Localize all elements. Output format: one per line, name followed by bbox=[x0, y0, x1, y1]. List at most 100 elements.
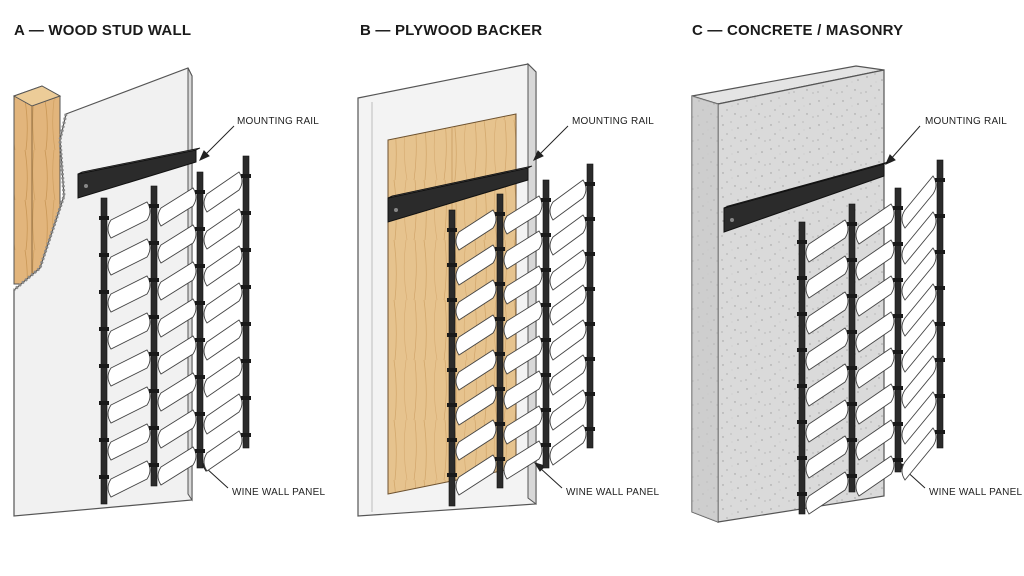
wine-bottle bbox=[855, 347, 895, 389]
rack-peg bbox=[585, 287, 595, 291]
rack-peg bbox=[541, 338, 551, 342]
rack-peg bbox=[847, 366, 857, 370]
wine-bottle bbox=[157, 446, 197, 486]
arrow-b-panel bbox=[533, 462, 546, 472]
rack-peg bbox=[447, 298, 457, 302]
rack-peg bbox=[195, 412, 205, 416]
leader-b-panel bbox=[539, 467, 563, 489]
leader-c-rail bbox=[889, 125, 921, 161]
rack-peg bbox=[541, 443, 551, 447]
wine-bottle bbox=[107, 238, 151, 276]
panel-a-rail-label: MOUNTING RAIL bbox=[237, 116, 320, 127]
rack-peg bbox=[495, 422, 505, 426]
rack-peg bbox=[241, 174, 251, 178]
wine-bottle bbox=[855, 383, 895, 425]
rack-post bbox=[542, 179, 550, 469]
wine-bottle bbox=[503, 265, 543, 305]
wine-bottle bbox=[901, 175, 937, 229]
rack-peg bbox=[495, 247, 505, 251]
wine-bottle bbox=[855, 203, 895, 245]
rack-peg bbox=[585, 357, 595, 361]
rack-peg bbox=[447, 473, 457, 477]
wine-bottle bbox=[203, 245, 243, 287]
wine-bottle bbox=[203, 393, 243, 435]
wine-bottle bbox=[805, 291, 849, 335]
wine-bottle bbox=[455, 384, 497, 426]
wine-bottle bbox=[203, 356, 243, 398]
wine-bottle bbox=[157, 187, 197, 227]
mounting-rail-top bbox=[387, 165, 533, 199]
rack-peg bbox=[447, 438, 457, 442]
wine-bottle bbox=[901, 427, 937, 481]
rack-peg bbox=[797, 240, 807, 244]
wine-bottle bbox=[455, 314, 497, 356]
wine-bottle bbox=[805, 219, 849, 263]
wine-bottle bbox=[455, 244, 497, 286]
panel-c-panel-label: WINE WALL PANEL bbox=[929, 487, 1023, 498]
wine-bottle bbox=[203, 282, 243, 324]
rail-bolt bbox=[730, 218, 734, 222]
rack-peg bbox=[99, 253, 109, 257]
rack-peg bbox=[241, 396, 251, 400]
rack-peg bbox=[241, 433, 251, 437]
wine-bottle bbox=[549, 179, 587, 221]
rack-peg bbox=[149, 426, 159, 430]
rack-peg bbox=[935, 430, 945, 434]
wine-bottle bbox=[805, 399, 849, 443]
wine-bottle bbox=[805, 363, 849, 407]
rack-peg bbox=[541, 233, 551, 237]
wine-bottle bbox=[503, 405, 543, 445]
rail-bolt bbox=[84, 184, 88, 188]
rack-peg bbox=[935, 214, 945, 218]
rack-peg bbox=[195, 301, 205, 305]
rack-peg bbox=[447, 333, 457, 337]
rack-post bbox=[150, 185, 158, 487]
wine-bottle bbox=[549, 389, 587, 431]
wine-bottle bbox=[455, 419, 497, 461]
rack-peg bbox=[241, 359, 251, 363]
rack-peg bbox=[195, 264, 205, 268]
wine-bottle bbox=[549, 249, 587, 291]
wine-bottle bbox=[503, 335, 543, 375]
rack-peg bbox=[495, 457, 505, 461]
panel-c-title: C — CONCRETE / MASONRY bbox=[692, 22, 904, 39]
rack-peg bbox=[797, 276, 807, 280]
rack-post bbox=[894, 187, 902, 473]
wine-bottle bbox=[455, 454, 497, 496]
rack-peg bbox=[585, 252, 595, 256]
rack-peg bbox=[149, 352, 159, 356]
wine-bottle bbox=[805, 435, 849, 479]
rack-post bbox=[242, 155, 250, 449]
wine-bottle bbox=[901, 211, 937, 265]
rack-peg bbox=[797, 312, 807, 316]
wine-bottle bbox=[203, 171, 243, 213]
rack-peg bbox=[847, 474, 857, 478]
wine-bottle bbox=[157, 335, 197, 375]
wine-bottle bbox=[203, 430, 243, 472]
leader-b-rail bbox=[537, 125, 569, 157]
rack-peg bbox=[99, 438, 109, 442]
wood-stud bbox=[12, 85, 62, 285]
wine-bottle bbox=[107, 312, 151, 350]
wine-bottle bbox=[805, 255, 849, 299]
wine-bottle bbox=[455, 349, 497, 391]
panel-b-panel-label: WINE WALL PANEL bbox=[566, 487, 660, 498]
rack-peg bbox=[893, 422, 903, 426]
rack-peg bbox=[447, 403, 457, 407]
arrow-b-rail bbox=[533, 150, 544, 161]
rack-peg bbox=[447, 368, 457, 372]
wine-bottle bbox=[549, 354, 587, 396]
rack-peg bbox=[149, 204, 159, 208]
rack-peg bbox=[495, 282, 505, 286]
wine-bottle bbox=[901, 247, 937, 301]
rack-peg bbox=[935, 358, 945, 362]
wine-bottle bbox=[549, 284, 587, 326]
rack-peg bbox=[447, 263, 457, 267]
rack-peg bbox=[797, 384, 807, 388]
rack-peg bbox=[149, 463, 159, 467]
panel-b-title: B — PLYWOOD BACKER bbox=[360, 22, 543, 39]
rack-peg bbox=[797, 492, 807, 496]
rack-peg bbox=[893, 314, 903, 318]
wine-bottle bbox=[855, 455, 895, 497]
